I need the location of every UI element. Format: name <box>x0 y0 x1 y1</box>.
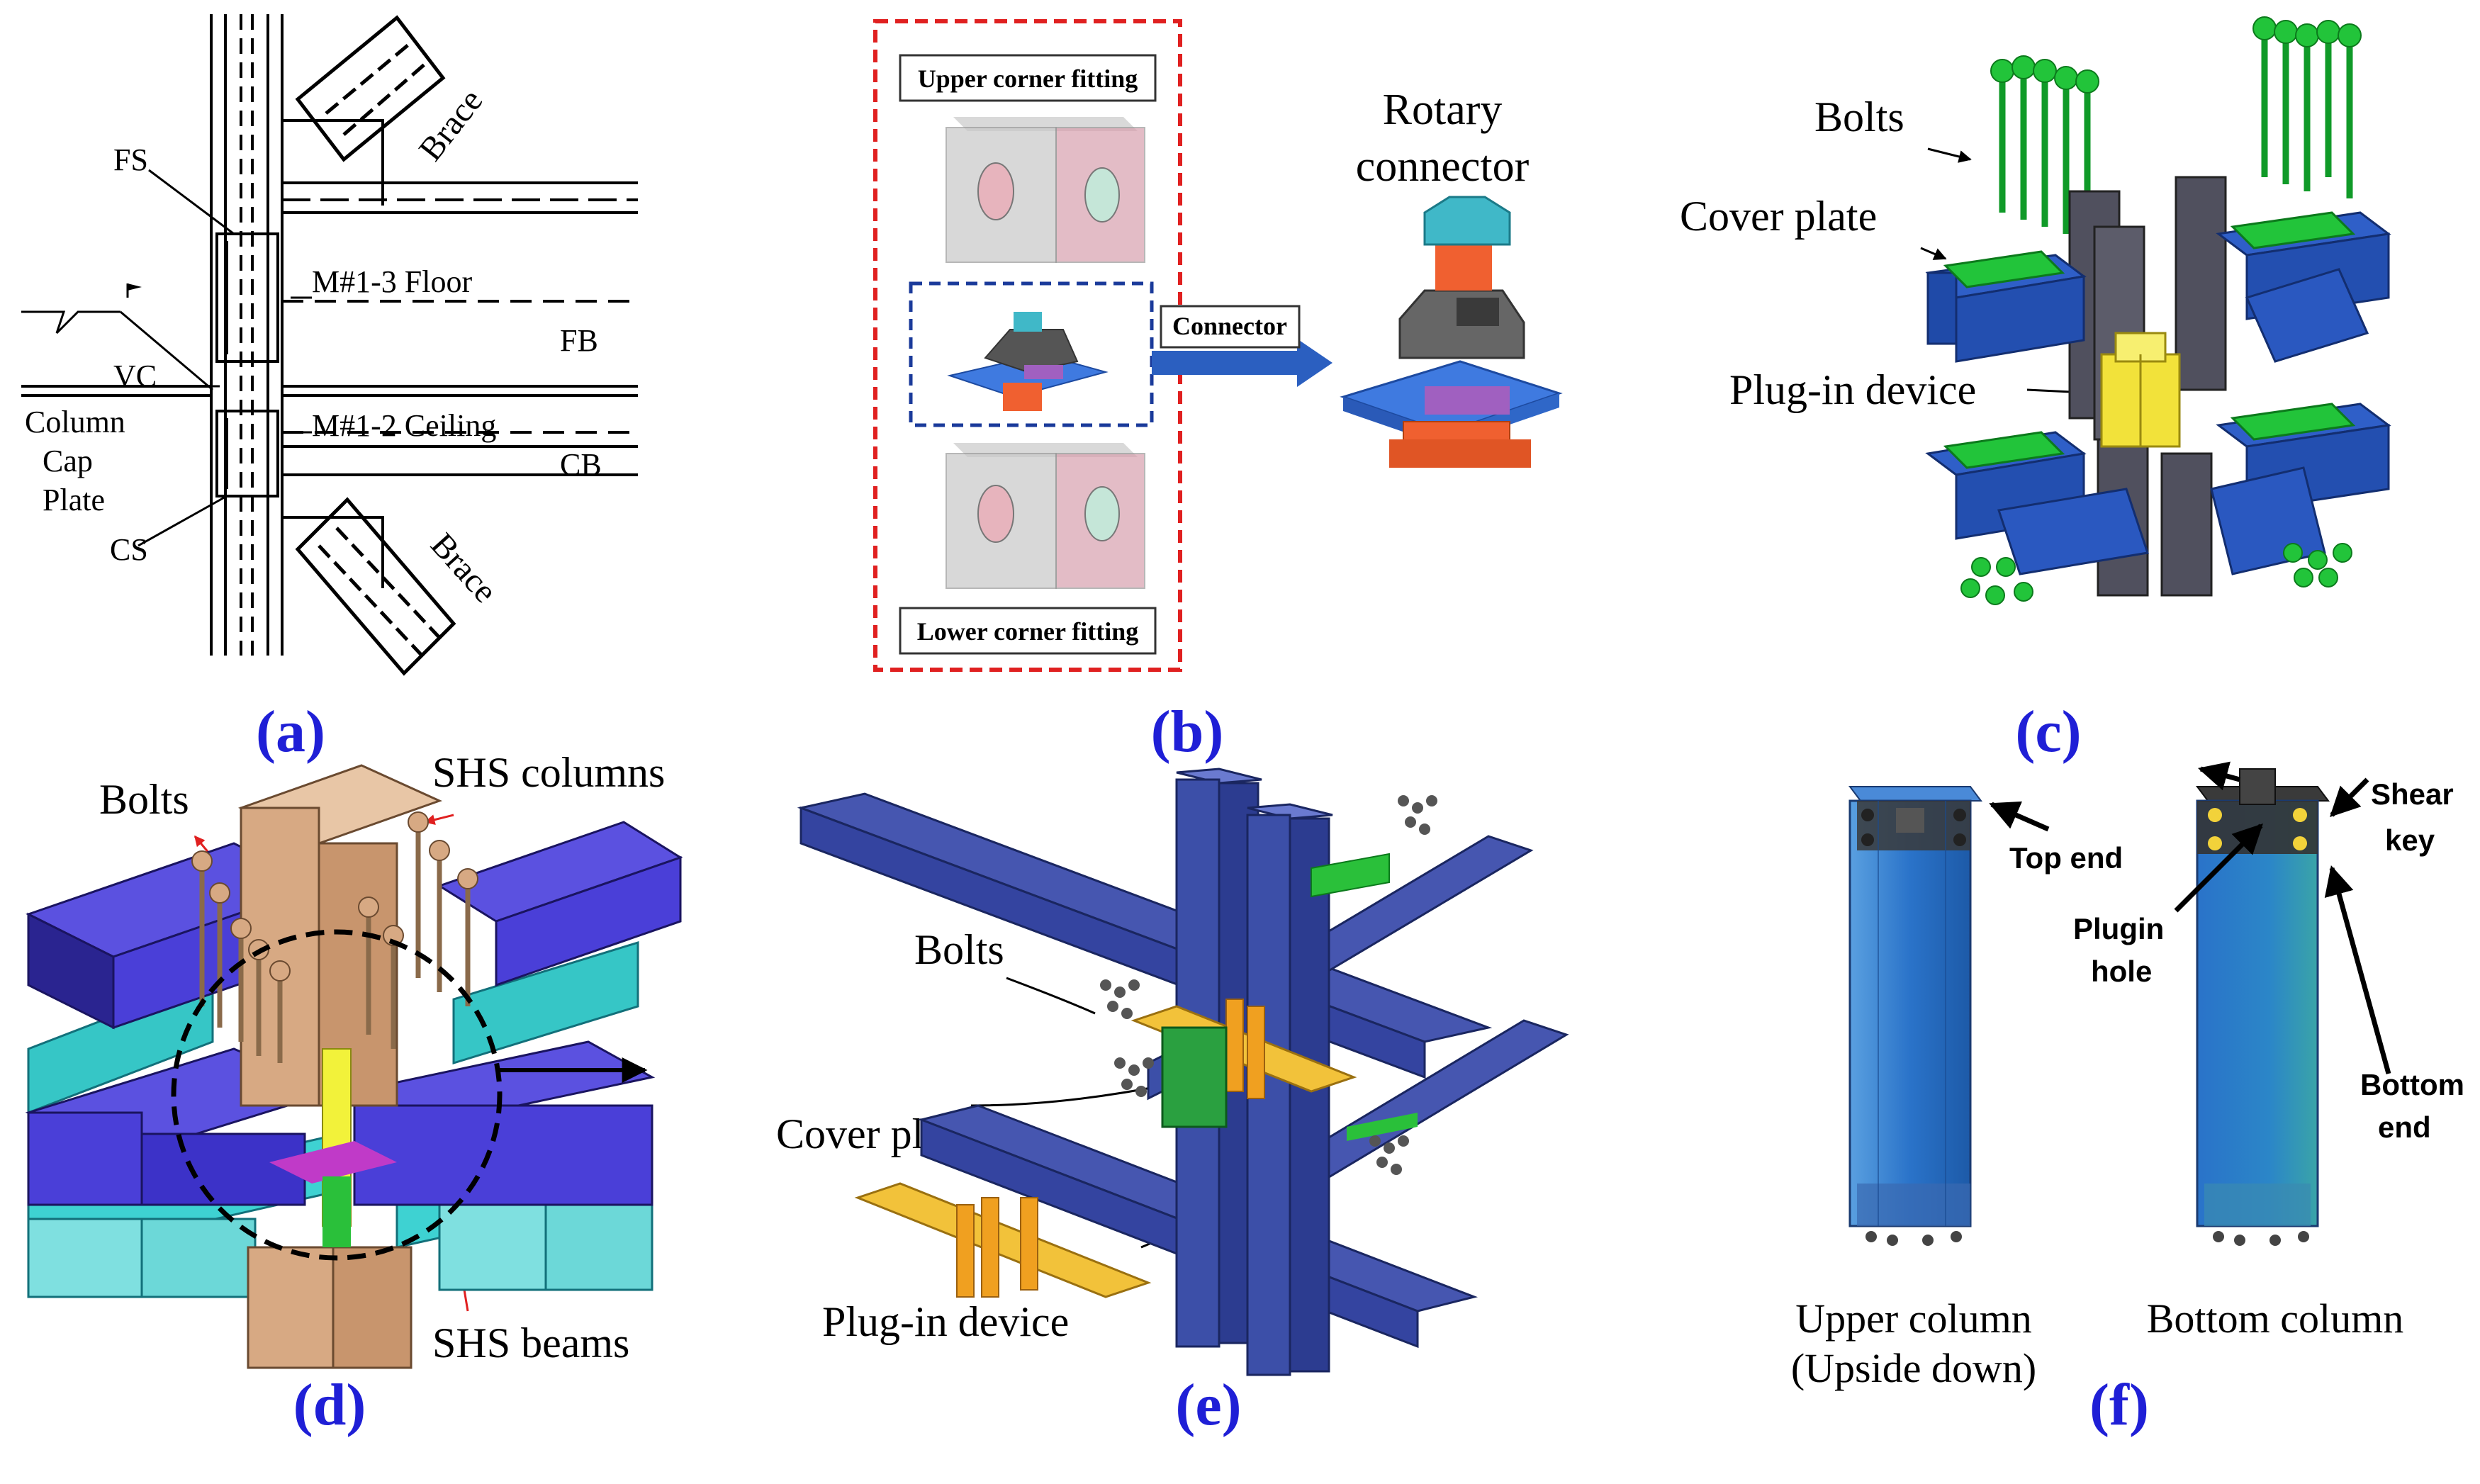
caption-b: (b) <box>1151 699 1224 765</box>
bolts-label-c: Bolts <box>1814 94 1904 140</box>
caption-a: (a) <box>256 699 325 765</box>
bolts-label-d: Bolts <box>99 776 189 823</box>
cover-plate-e-low <box>1347 1113 1418 1141</box>
bottom-column <box>2196 768 2330 1246</box>
lower-fitting-label: Lower corner fitting <box>917 617 1139 646</box>
upper-fitting-box <box>899 54 1157 102</box>
bottom-end-label-2: end <box>2378 1111 2431 1144</box>
detail-circle <box>171 929 503 1261</box>
bolts-d <box>199 822 471 1063</box>
ceiling-label: M#1-2 Ceiling <box>312 408 496 443</box>
upper-column-label-2: (Upside down) <box>1791 1345 2036 1391</box>
beams-c <box>1925 211 2391 575</box>
shs-columns <box>237 764 443 1369</box>
plugin-hole-label-1: Plugin <box>2073 912 2164 945</box>
fb-label: FB <box>560 323 598 358</box>
plugin-label-c: Plug-in device <box>1729 366 1976 413</box>
upper-fitting-label: Upper corner fitting <box>918 64 1138 93</box>
connector-arrow: Connector <box>1152 305 1332 387</box>
brace-top <box>295 15 446 162</box>
bolts-label-e: Bolts <box>914 926 1004 973</box>
rotary-label-2: connector <box>1356 142 1530 191</box>
panel-a: Brace Brace FS M#1-3 Floor FB VC Column … <box>21 14 638 765</box>
cb-label: CB <box>560 447 602 482</box>
panel-f: Top end Shear key Plugin hole Bottom end… <box>1791 761 2464 1438</box>
upper-column-label-1: Upper column <box>1795 1295 2031 1342</box>
floor-label: M#1-3 Floor <box>312 264 472 299</box>
rotary-connector <box>1340 196 1563 468</box>
cover-plate-label-c: Cover plate <box>1680 193 1877 240</box>
bolts-group-c-right <box>2261 28 2353 198</box>
bolts-e <box>1100 795 1437 1175</box>
nuts-c <box>1960 543 2352 605</box>
connector-label: Connector <box>1172 312 1287 340</box>
plugin-label-e: Plug-in device <box>822 1298 1069 1345</box>
shs-columns-label: SHS columns <box>432 749 665 796</box>
bolts-group-c-left <box>1999 67 2091 234</box>
shear-key-label-1: Shear <box>2371 777 2454 811</box>
column-label-2: Cap <box>43 444 93 478</box>
green-plate-d <box>322 1176 351 1247</box>
floor-column-stub <box>215 232 279 498</box>
lower-corner-fitting <box>946 443 1145 589</box>
cover-plates-c <box>1943 211 2356 469</box>
rotary-label-1: Rotary <box>1383 86 1503 134</box>
plugin-device-c <box>2100 332 2181 448</box>
brace-bottom-label: Brace <box>423 526 504 610</box>
shear-key-label-2: key <box>2385 823 2435 857</box>
lower-fitting-box <box>899 607 1157 655</box>
column-label-3: Plate <box>43 483 105 517</box>
brace-bottom <box>295 497 456 676</box>
panel-d: Bolts SHS columns SHS beams <box>25 749 683 1438</box>
panel-e: Bolts Cover plate Plug-in device <box>776 768 1569 1438</box>
connector-small <box>947 312 1109 411</box>
plugin-hole-label-2: hole <box>2091 955 2152 988</box>
top-end-label: Top end <box>2009 841 2123 875</box>
plugin-device-exploded <box>854 1182 1152 1298</box>
connector-frame <box>909 281 1154 427</box>
panel-c: Bolts Cover plate Plug-in device <box>1680 16 2391 765</box>
bottom-end-label-1: Bottom <box>2360 1068 2464 1101</box>
floor-beam <box>21 181 638 476</box>
column-lines <box>210 14 284 656</box>
magenta-plate-d <box>269 1141 397 1184</box>
caption-f: (f) <box>2089 1372 2149 1438</box>
caption-c: (c) <box>2015 699 2081 765</box>
cover-plate-e <box>1161 1026 1228 1128</box>
panel-b: Upper corner fitting Lower corner fittin… <box>873 19 1563 765</box>
bottom-column-label: Bottom column <box>2147 1295 2404 1342</box>
shs-beams-label: SHS beams <box>432 1320 629 1366</box>
caption-e: (e) <box>1175 1372 1241 1438</box>
cover-plate-e-top <box>1311 853 1390 898</box>
upper-column <box>1848 786 1982 1246</box>
column-label-1: Column <box>25 405 125 439</box>
upper-corner-fitting <box>946 117 1145 263</box>
caption-d: (d) <box>293 1372 366 1438</box>
cs-label: CS <box>110 532 148 567</box>
fs-label: FS <box>113 142 148 177</box>
vc-label: VC <box>113 359 157 393</box>
